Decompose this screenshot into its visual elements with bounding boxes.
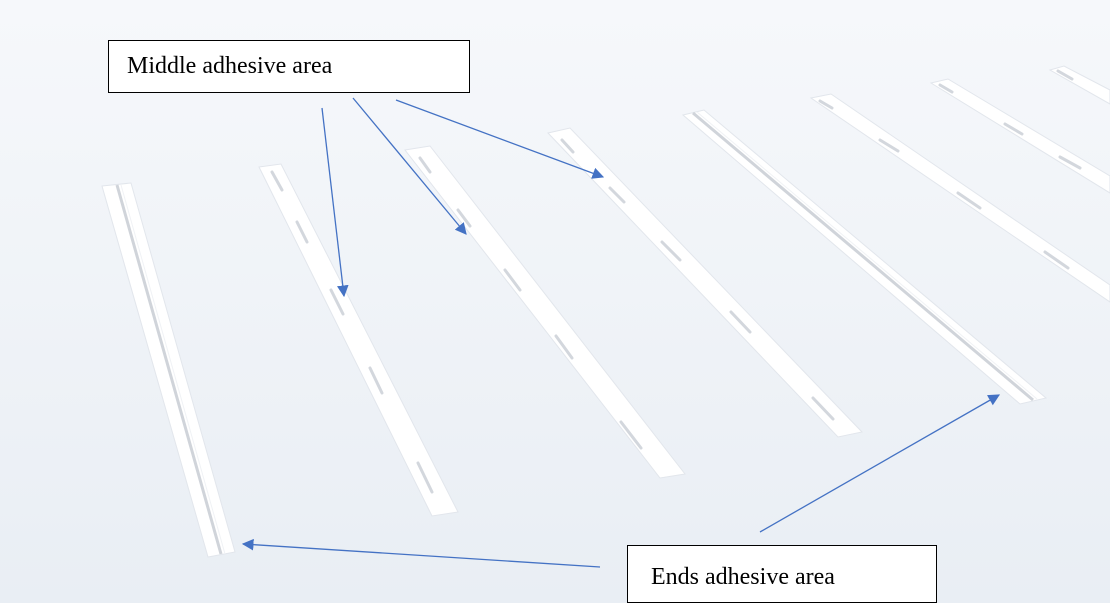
strip-1 bbox=[101, 182, 236, 558]
middle-arrow-strip-2 bbox=[321, 107, 349, 298]
middle-adhesive-callout: Middle adhesive area bbox=[108, 40, 470, 93]
strip-8 bbox=[1048, 65, 1110, 105]
middle-adhesive-label: Middle adhesive area bbox=[127, 53, 333, 79]
ends-arrow-strip-1 bbox=[241, 538, 601, 568]
ends-arrow-strip-5 bbox=[759, 394, 1001, 533]
ends-arrows bbox=[241, 394, 1001, 568]
strip-5 bbox=[681, 109, 1048, 405]
strip-2 bbox=[258, 163, 459, 517]
strip-3 bbox=[404, 145, 686, 479]
middle-arrows bbox=[321, 97, 605, 298]
ends-adhesive-label: Ends adhesive area bbox=[651, 564, 835, 590]
strip-4 bbox=[547, 127, 863, 438]
middle-arrow-strip-4 bbox=[395, 99, 605, 179]
middle-arrow-strip-3 bbox=[352, 97, 467, 235]
strip-6 bbox=[809, 93, 1110, 303]
strip-7 bbox=[929, 78, 1110, 194]
ends-adhesive-callout: Ends adhesive area bbox=[627, 545, 937, 603]
